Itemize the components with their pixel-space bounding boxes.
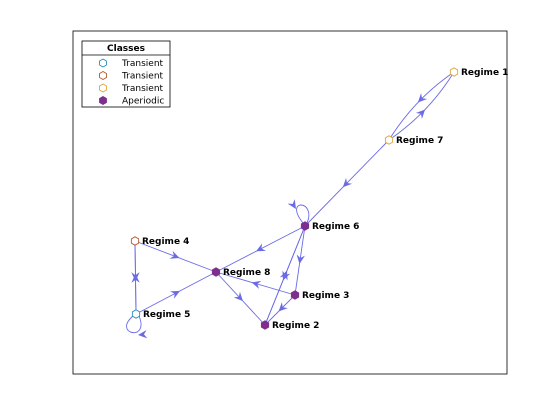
node-label: Regime 6	[312, 222, 359, 232]
edge-arrow	[251, 280, 262, 289]
legend-box	[81, 40, 171, 108]
edge-r5-r5	[126, 315, 148, 339]
edge-line	[296, 204, 310, 224]
legend-entry: Transient	[99, 83, 164, 94]
edge-r3-r2	[264, 294, 296, 326]
edge-arrow	[233, 291, 243, 302]
edge-r6-r3	[294, 225, 306, 296]
node-marker	[131, 309, 141, 319]
node-marker	[290, 290, 300, 300]
node-r6: Regime 6	[300, 221, 359, 232]
edge-arrow	[138, 329, 148, 339]
node-label: Regime 1	[461, 68, 508, 78]
node-label: Regime 2	[272, 321, 319, 331]
legend-entry: Aperiodic	[99, 95, 164, 107]
legend-entry: Transient	[99, 70, 164, 82]
edge-arrow	[415, 109, 426, 119]
edge-arrow	[169, 250, 180, 259]
edge-arrow	[170, 290, 180, 299]
edge-line	[304, 139, 390, 227]
edge-arrow	[256, 243, 266, 252]
edge-arrow	[342, 177, 353, 188]
node-r1: Regime 1	[449, 67, 508, 78]
edge-r6-r8	[215, 225, 306, 273]
legend-marker	[99, 95, 107, 106]
node-r2: Regime 2	[260, 320, 319, 331]
node-r4: Regime 4	[130, 236, 189, 247]
edge-r4-r8	[134, 240, 217, 273]
node-marker	[130, 236, 140, 246]
edge-r5-r8	[135, 271, 217, 315]
node-marker	[211, 267, 221, 277]
node-marker	[384, 135, 394, 145]
edges-layer	[126, 71, 455, 339]
node-label: Regime 4	[142, 237, 189, 247]
edge-arrow	[296, 254, 305, 264]
edge-r7-r6	[304, 139, 390, 227]
edge-arrow	[279, 270, 288, 281]
legend-marker	[99, 70, 107, 81]
node-label: Regime 8	[223, 268, 270, 278]
legend-marker	[99, 58, 107, 68]
legend-label: Aperiodic	[122, 97, 164, 107]
legend-title: Classes	[107, 44, 145, 54]
edge-line	[388, 71, 455, 141]
edge-r2-r6	[264, 225, 306, 326]
node-r7: Regime 7	[384, 135, 443, 146]
node-marker	[260, 320, 270, 330]
node-r8: Regime 8	[211, 267, 270, 278]
node-marker	[300, 221, 310, 231]
edge-line	[126, 315, 142, 333]
edge-arrow	[278, 302, 288, 312]
legend-marker	[99, 83, 107, 93]
legend-label: Transient	[121, 59, 164, 69]
edge-arrow	[287, 199, 296, 209]
legend-label: Transient	[121, 72, 164, 82]
node-r5: Regime 5	[131, 309, 190, 320]
edge-arrow	[417, 93, 428, 103]
node-r3: Regime 3	[290, 290, 349, 301]
edge-r3-r8	[215, 271, 296, 296]
edge-r7-r1	[388, 71, 455, 141]
node-label: Regime 7	[396, 136, 443, 146]
legend: Classes TransientTransientTransientAperi…	[81, 40, 171, 108]
edge-r8-r2	[215, 271, 266, 326]
edge-r6-r6	[287, 199, 310, 224]
legend-label: Transient	[121, 84, 164, 94]
legend-entry: Transient	[99, 58, 164, 69]
edge-arrow	[131, 273, 140, 283]
edge-line	[388, 71, 455, 141]
edge-r5-r4	[131, 240, 140, 315]
node-label: Regime 3	[302, 291, 349, 301]
node-marker	[449, 67, 459, 77]
node-label: Regime 5	[143, 310, 190, 320]
nodes-layer: Regime 1 Regime 7 Regime 6 Regime 4 Regime 8…	[130, 67, 508, 331]
edge-r1-r7	[388, 71, 455, 141]
